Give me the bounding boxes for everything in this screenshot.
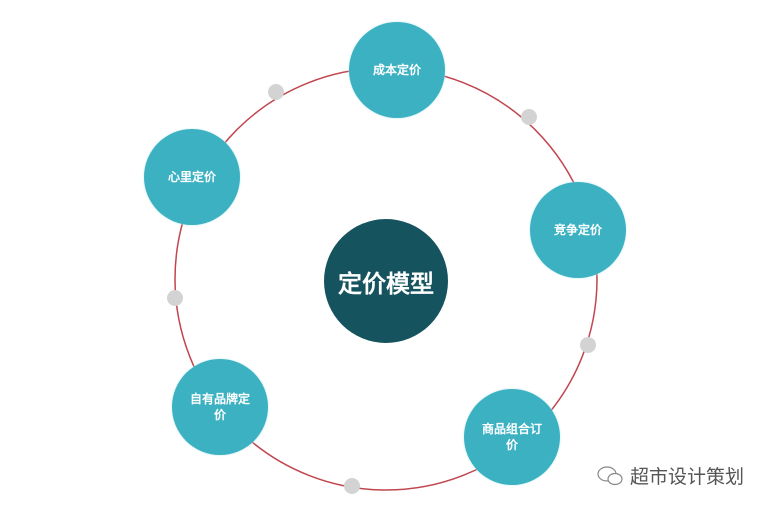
node-label: 自有品牌定价 [189,392,250,422]
connector-dot [580,337,596,353]
node-label: 商品组合订价 [481,422,542,452]
center-node: 定价模型 [324,219,448,343]
connector-dot [167,290,183,306]
node-label: 竞争定价 [553,223,602,237]
center-label: 定价模型 [338,269,434,298]
connector-dot [268,84,284,100]
node-psychological-pricing: 心里定价 [144,129,240,225]
node-label: 心里定价 [167,170,216,184]
wechat-icon [597,465,623,485]
node-private-brand-pricing: 自有品牌定价 [172,359,268,455]
node-competitive-pricing: 竞争定价 [530,182,626,278]
connector-dot [344,478,360,494]
watermark-text: 超市设计策划 [630,466,745,488]
node-product-mix-pricing: 商品组合订价 [464,389,560,485]
watermark: 超市设计策划 [596,462,744,489]
connector-dot [521,109,537,125]
node-cost-pricing: 成本定价 [349,22,445,118]
node-label: 成本定价 [372,63,421,77]
